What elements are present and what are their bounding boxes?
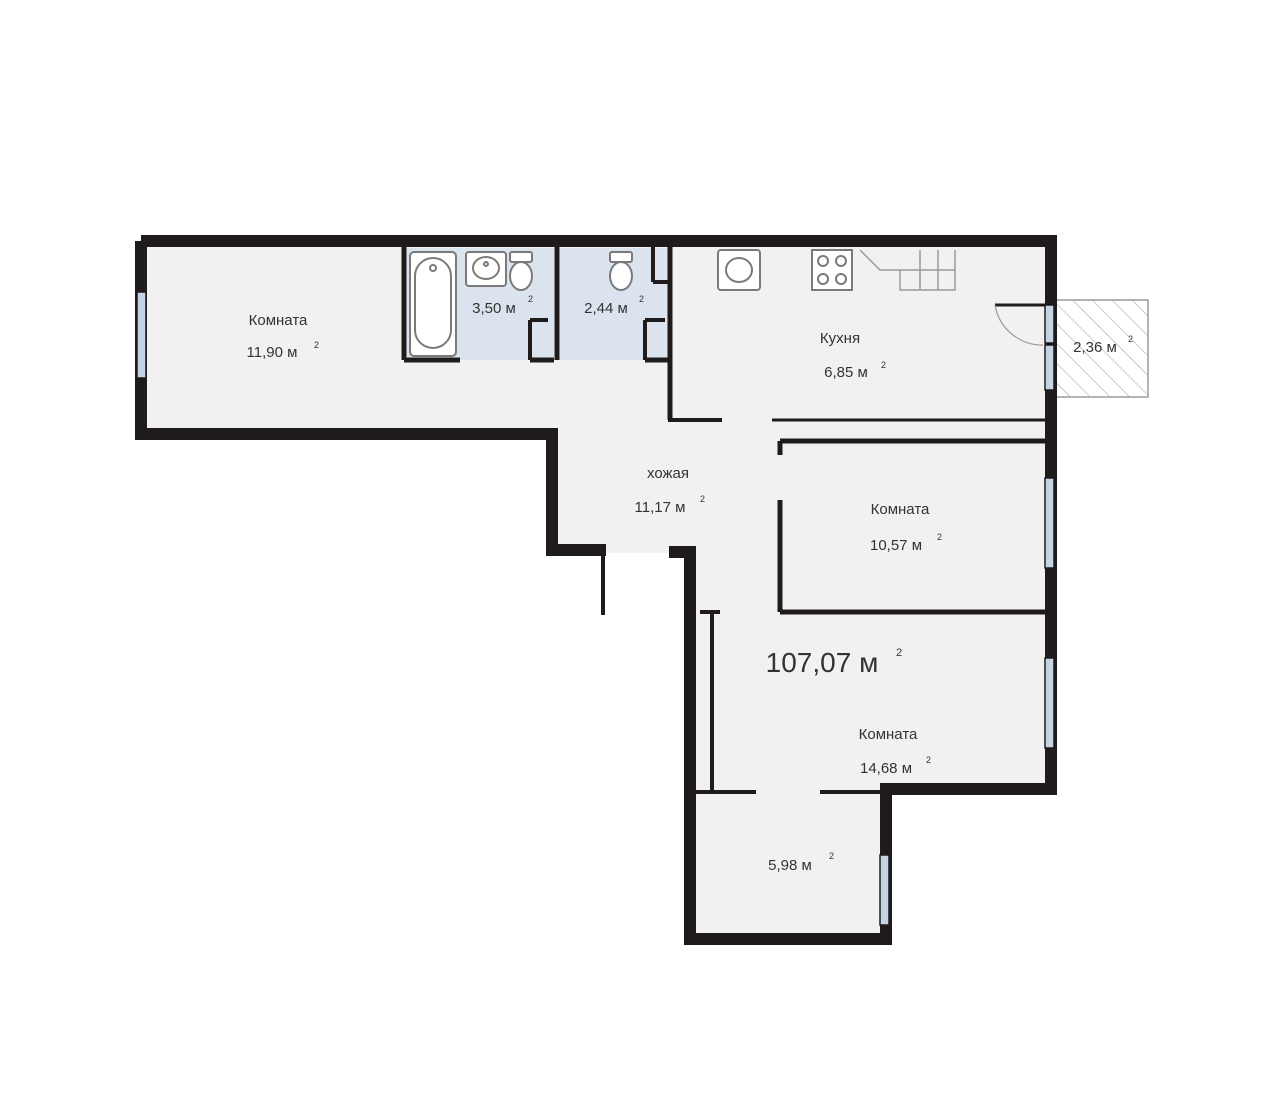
hall-name: хожая [647,465,689,482]
interior-walls [401,247,1051,794]
svg-text:2: 2 [881,360,886,370]
storage-area: 5,98 м [768,857,812,874]
svg-text:2: 2 [829,851,834,861]
svg-text:2: 2 [926,755,931,765]
room3-label: Комната 14,68 м 2 [859,726,931,777]
room2-name: Комната [871,501,930,518]
balcony-label: 2,36 м 2 [1073,334,1133,356]
room1-label: Комната 11,90 м 2 [247,312,319,361]
bathroom-area: 3,50 м [472,300,516,317]
toilet-label: 2,44 м 2 [584,294,644,317]
storage-label: 5,98 м 2 [768,851,834,874]
kitchen-label: Кухня 6,85 м 2 [820,330,886,381]
counter-icon [859,249,956,291]
hall-area: 11,17 м [635,499,686,516]
window-kitchen [1044,344,1055,391]
window-balcony-door [1044,304,1055,344]
room3-name: Комната [859,726,918,743]
room2-area: 10,57 м [870,537,922,554]
svg-text:2: 2 [700,494,705,504]
window-room1 [136,291,147,379]
svg-text:2: 2 [528,294,533,304]
svg-text:2: 2 [896,647,902,659]
room3-area: 14,68 м [860,760,912,777]
window-storage [879,854,890,926]
sink-icon [717,249,761,291]
svg-text:2: 2 [639,294,644,304]
room1-name: Комната [249,312,308,329]
window-room2 [1044,477,1055,569]
svg-text:2: 2 [937,532,942,542]
kitchen-name: Кухня [820,330,860,347]
svg-text:2: 2 [314,340,319,350]
total-area: 107,07 м [766,647,879,678]
window-room3 [1044,657,1055,749]
sink-icon [465,251,507,287]
toilet-area: 2,44 м [584,300,628,317]
balcony-area: 2,36 м [1073,339,1117,356]
kitchen-area: 6,85 м [824,364,868,381]
stove-icon [811,249,853,291]
floor-area [141,241,1051,938]
bathtub-icon [409,251,457,357]
bathroom-label: 3,50 м 2 [472,294,533,317]
toilet-icon [609,251,633,291]
toilet-icon [509,251,533,291]
windows [136,291,1055,926]
hall-label: хожая 11,17 м 2 [635,465,705,516]
room1-area: 11,90 м [247,344,298,361]
total-area-label: 107,07 м 2 [766,647,902,678]
door-swing-icon [994,304,1044,346]
svg-text:2: 2 [1128,334,1133,344]
room2-label: Комната 10,57 м 2 [870,501,942,554]
